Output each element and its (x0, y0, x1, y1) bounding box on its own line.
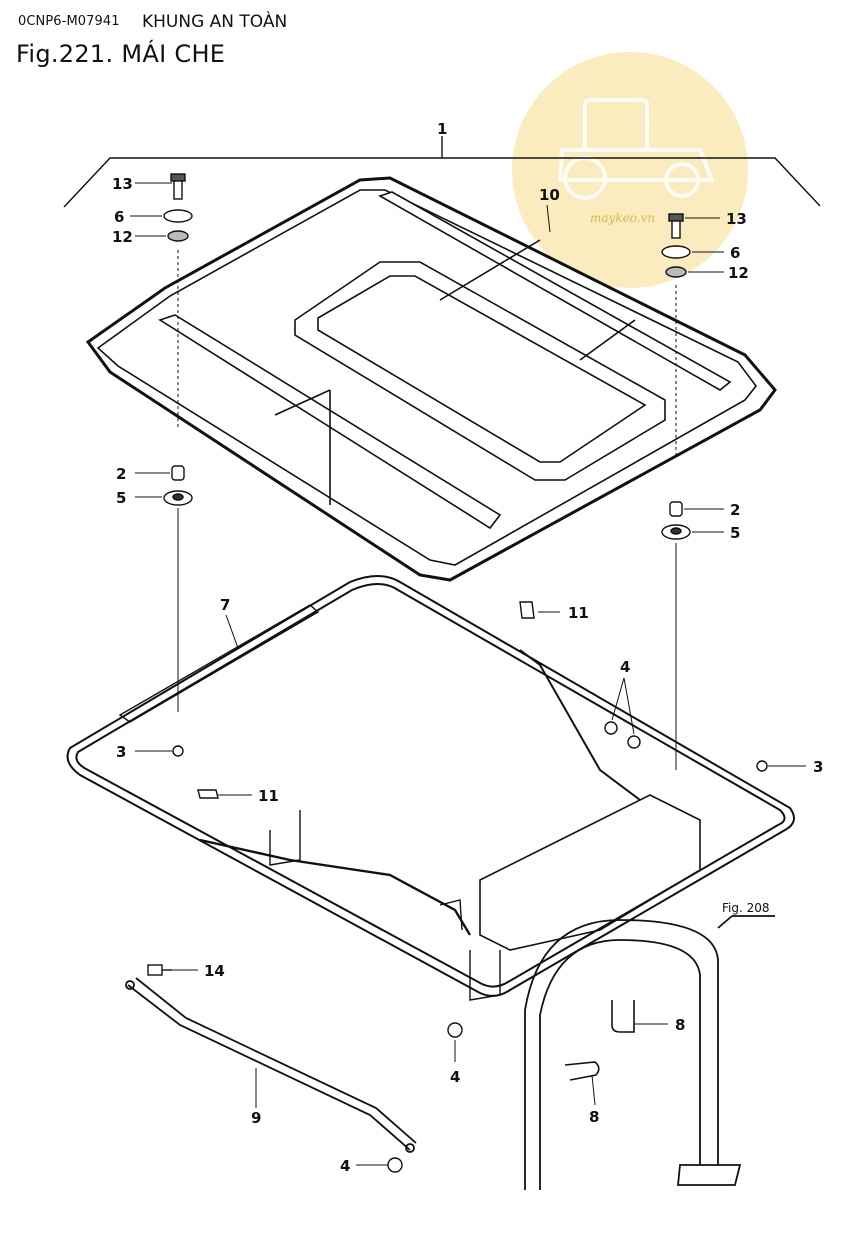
figure-title: Fig.221. MÁI CHE (16, 40, 226, 68)
tractor-icon (557, 98, 715, 200)
bolt-14 (147, 964, 172, 976)
callout-5-left: 5 (116, 489, 126, 507)
callout-1: 1 (437, 120, 447, 138)
watermark-circle (512, 52, 748, 288)
callout-14: 14 (204, 962, 225, 980)
washer-right (661, 245, 691, 259)
callout-12-right: 12 (728, 264, 749, 282)
alignment-lines (177, 250, 677, 455)
callout-8-upper: 8 (675, 1016, 685, 1034)
hardware-left-top (163, 173, 193, 242)
watermark-text: maykeo.vn (590, 211, 655, 225)
spacer-right (669, 501, 683, 517)
callout-3-right: 3 (813, 758, 823, 776)
callout-2-right: 2 (730, 501, 740, 519)
callout-12-left: 12 (112, 228, 133, 246)
rubber-mounts (163, 465, 691, 540)
callout-7: 7 (220, 596, 230, 614)
callout-5-right: 5 (730, 524, 740, 542)
callout-6-right: 6 (730, 244, 740, 262)
callout-leaders (130, 182, 806, 1166)
roll-over-bar (524, 915, 775, 1190)
watermark: maykeo.vn (512, 52, 748, 288)
reference-fig-208: Fig. 208 (722, 901, 770, 915)
document-code: 0CNP6-M07941 (18, 14, 120, 29)
callout-9: 9 (251, 1109, 261, 1127)
hardware-right-top (661, 213, 691, 278)
nuts (172, 721, 768, 1173)
callout-11-mid: 11 (258, 787, 279, 805)
mount-box (479, 794, 701, 951)
assembly-bracket (63, 136, 821, 208)
stay-arm (125, 977, 417, 1153)
clips-11 (197, 601, 535, 799)
callout-10: 10 (539, 186, 560, 204)
callout-4-bottom: 4 (340, 1157, 350, 1175)
roof-canopy (85, 176, 777, 582)
callout-13-right: 13 (726, 210, 747, 228)
callout-4-mid: 4 (450, 1068, 460, 1086)
nut-right (665, 266, 687, 278)
spacer-left (171, 465, 185, 481)
section-heading: KHUNG AN TOÀN (142, 12, 288, 32)
callout-4-top: 4 (620, 658, 630, 676)
callout-2-left: 2 (116, 465, 126, 483)
callout-3-left: 3 (116, 743, 126, 761)
u-bolts (564, 1000, 635, 1081)
leader-lines (177, 508, 677, 770)
washer-left (163, 209, 193, 223)
rubber-strip (118, 604, 320, 723)
callout-8-lower: 8 (589, 1108, 599, 1126)
callout-11-top: 11 (568, 604, 589, 622)
callout-13-left: 13 (112, 175, 133, 193)
nut-left (167, 230, 189, 242)
support-frame (66, 575, 795, 1001)
callout-6-left: 6 (114, 208, 124, 226)
